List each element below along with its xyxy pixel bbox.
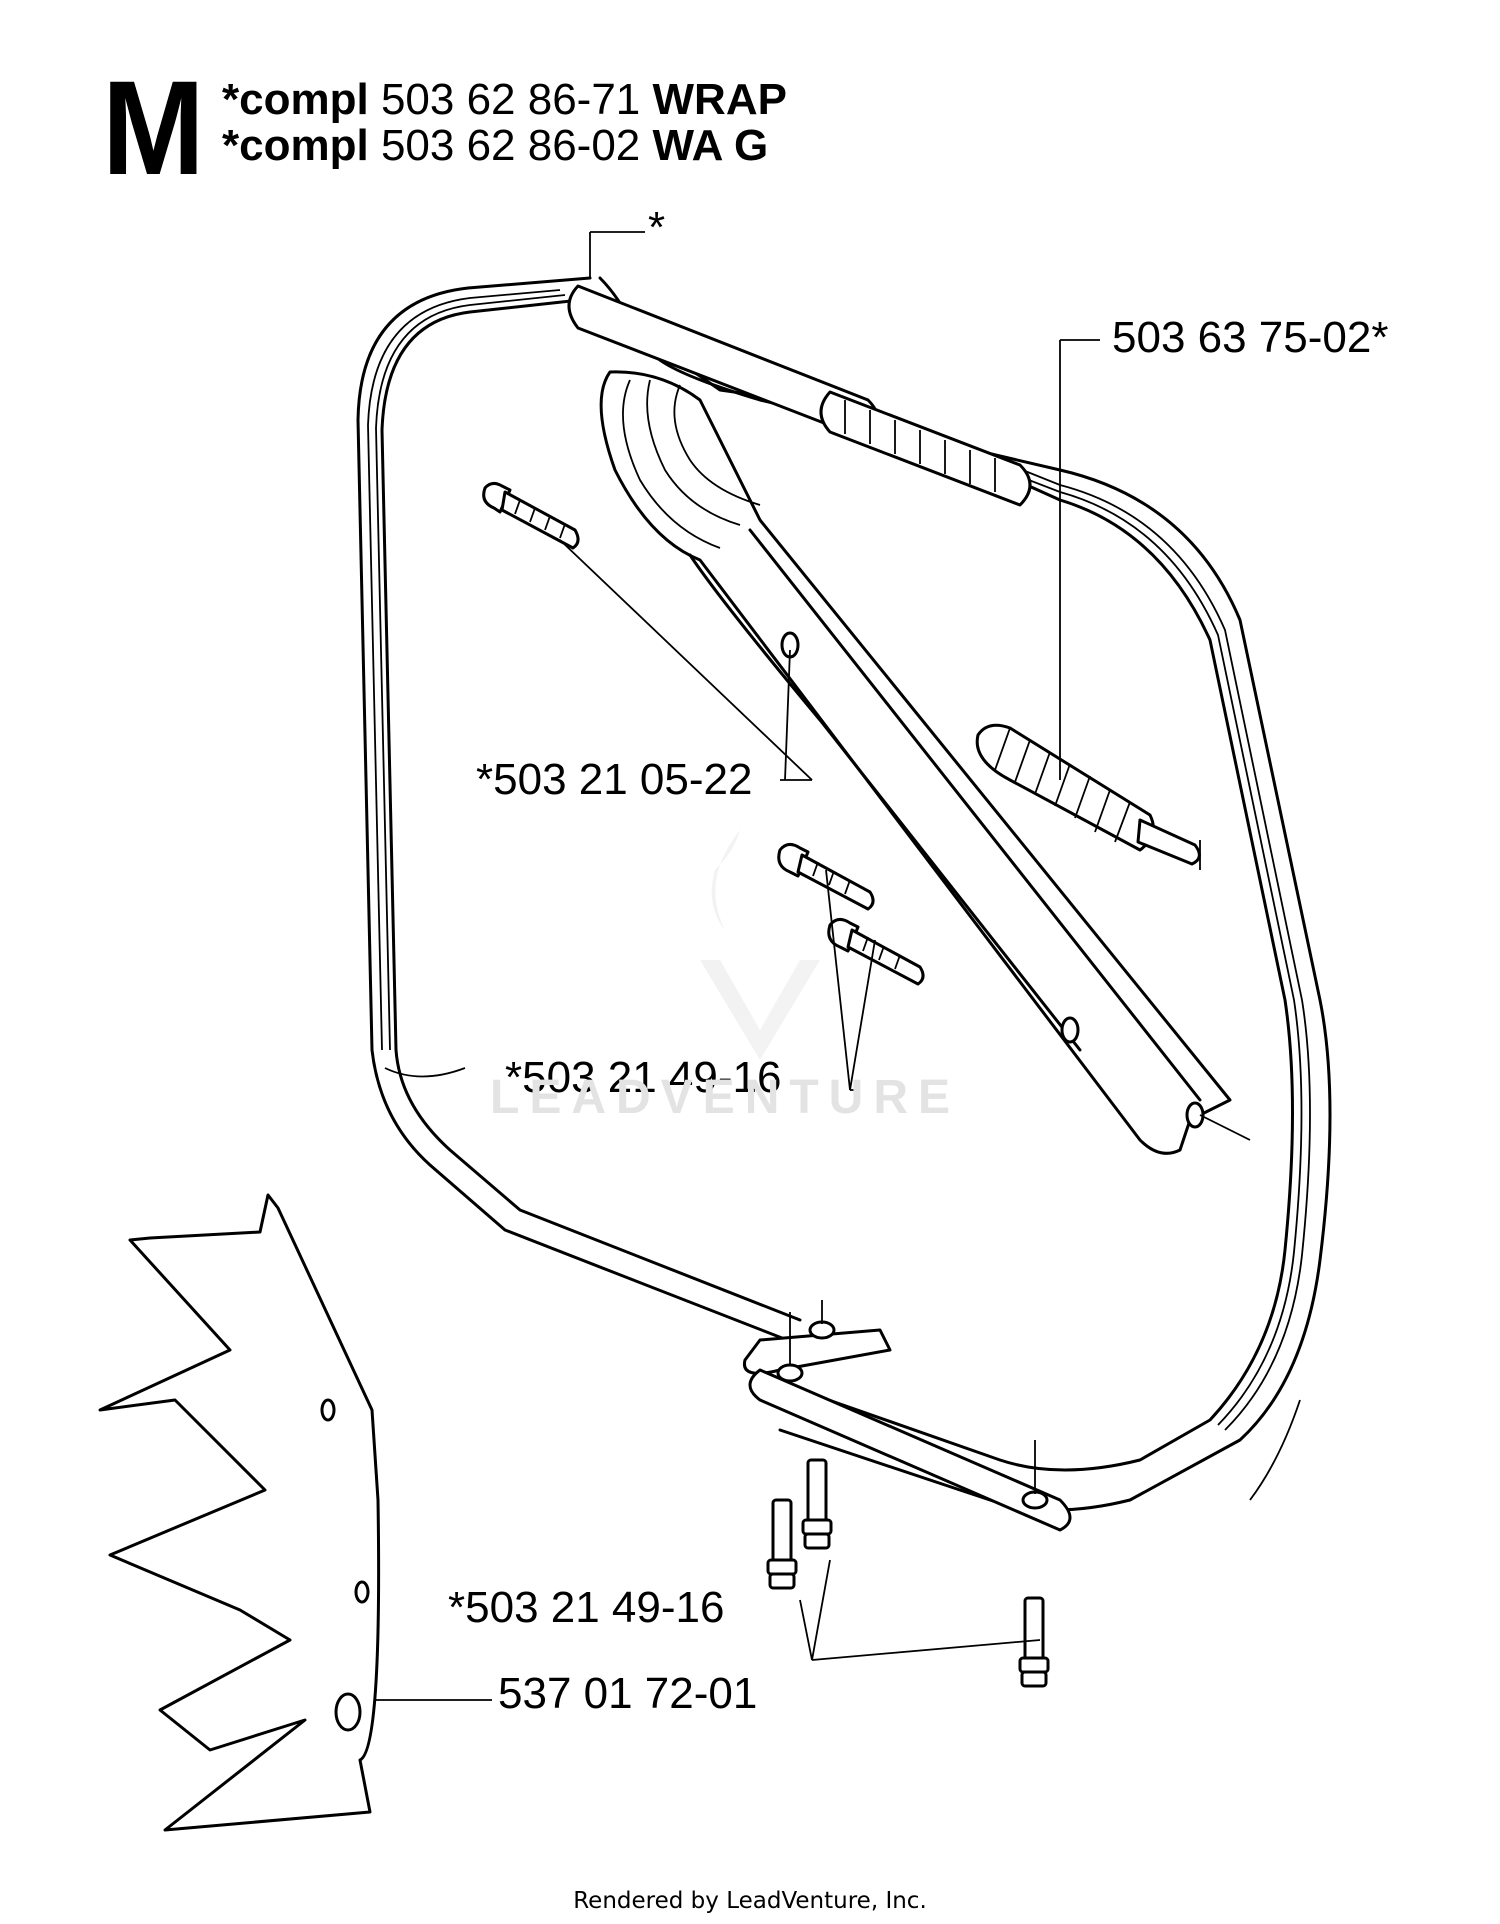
watermark-logo-icon: [700, 830, 820, 1060]
screw-middle-a-part: [777, 843, 875, 911]
callout-screw-middle-part-number: *503 21 49-16: [505, 1053, 782, 1102]
render-credit: Rendered by LeadVenture, Inc.: [573, 1888, 927, 1914]
watermark-text: LEADVENTURE: [490, 1071, 961, 1124]
bolt-b-part: [801, 1458, 833, 1550]
assembly-line-1: *compl 503 62 86-71 WRAP: [222, 78, 787, 122]
callout-damper-part-number: 503 63 75-02*: [1112, 313, 1389, 362]
assembly-prefix: *compl: [222, 121, 369, 170]
bolt-a-part: [766, 1498, 798, 1590]
assembly-prefix: *compl: [222, 75, 369, 124]
assembly-suffix: WRAP: [652, 75, 787, 124]
front-handle-bar: [356, 276, 1332, 1512]
rubber-damper-part: [975, 723, 1201, 870]
mounting-plate-part: [742, 1300, 1072, 1532]
callout-guard-plate-part-number: 537 01 72-01: [498, 1669, 758, 1718]
screw-upper-part: [482, 481, 580, 550]
callout-screw-upper-part-number: *503 21 05-22: [476, 755, 753, 804]
bolt-c-part: [1018, 1596, 1050, 1688]
assembly-line-2: *compl 503 62 86-02 WA G: [222, 124, 768, 168]
assembly-part-number: 503 62 86-02: [380, 121, 641, 170]
handle-support-bracket: [599, 370, 1251, 1155]
callout-screw-lower-part-number: *503 21 49-16: [448, 1583, 725, 1632]
section-letter: M: [102, 54, 205, 203]
callout-leaders: [375, 231, 1100, 1701]
assembly-suffix: WA G: [652, 121, 769, 170]
guard-plate-part: [98, 1193, 381, 1832]
callout-top-asterisk: *: [648, 203, 666, 252]
screw-middle-b-part: [827, 918, 925, 986]
assembly-part-number: 503 62 86-71: [380, 75, 641, 124]
